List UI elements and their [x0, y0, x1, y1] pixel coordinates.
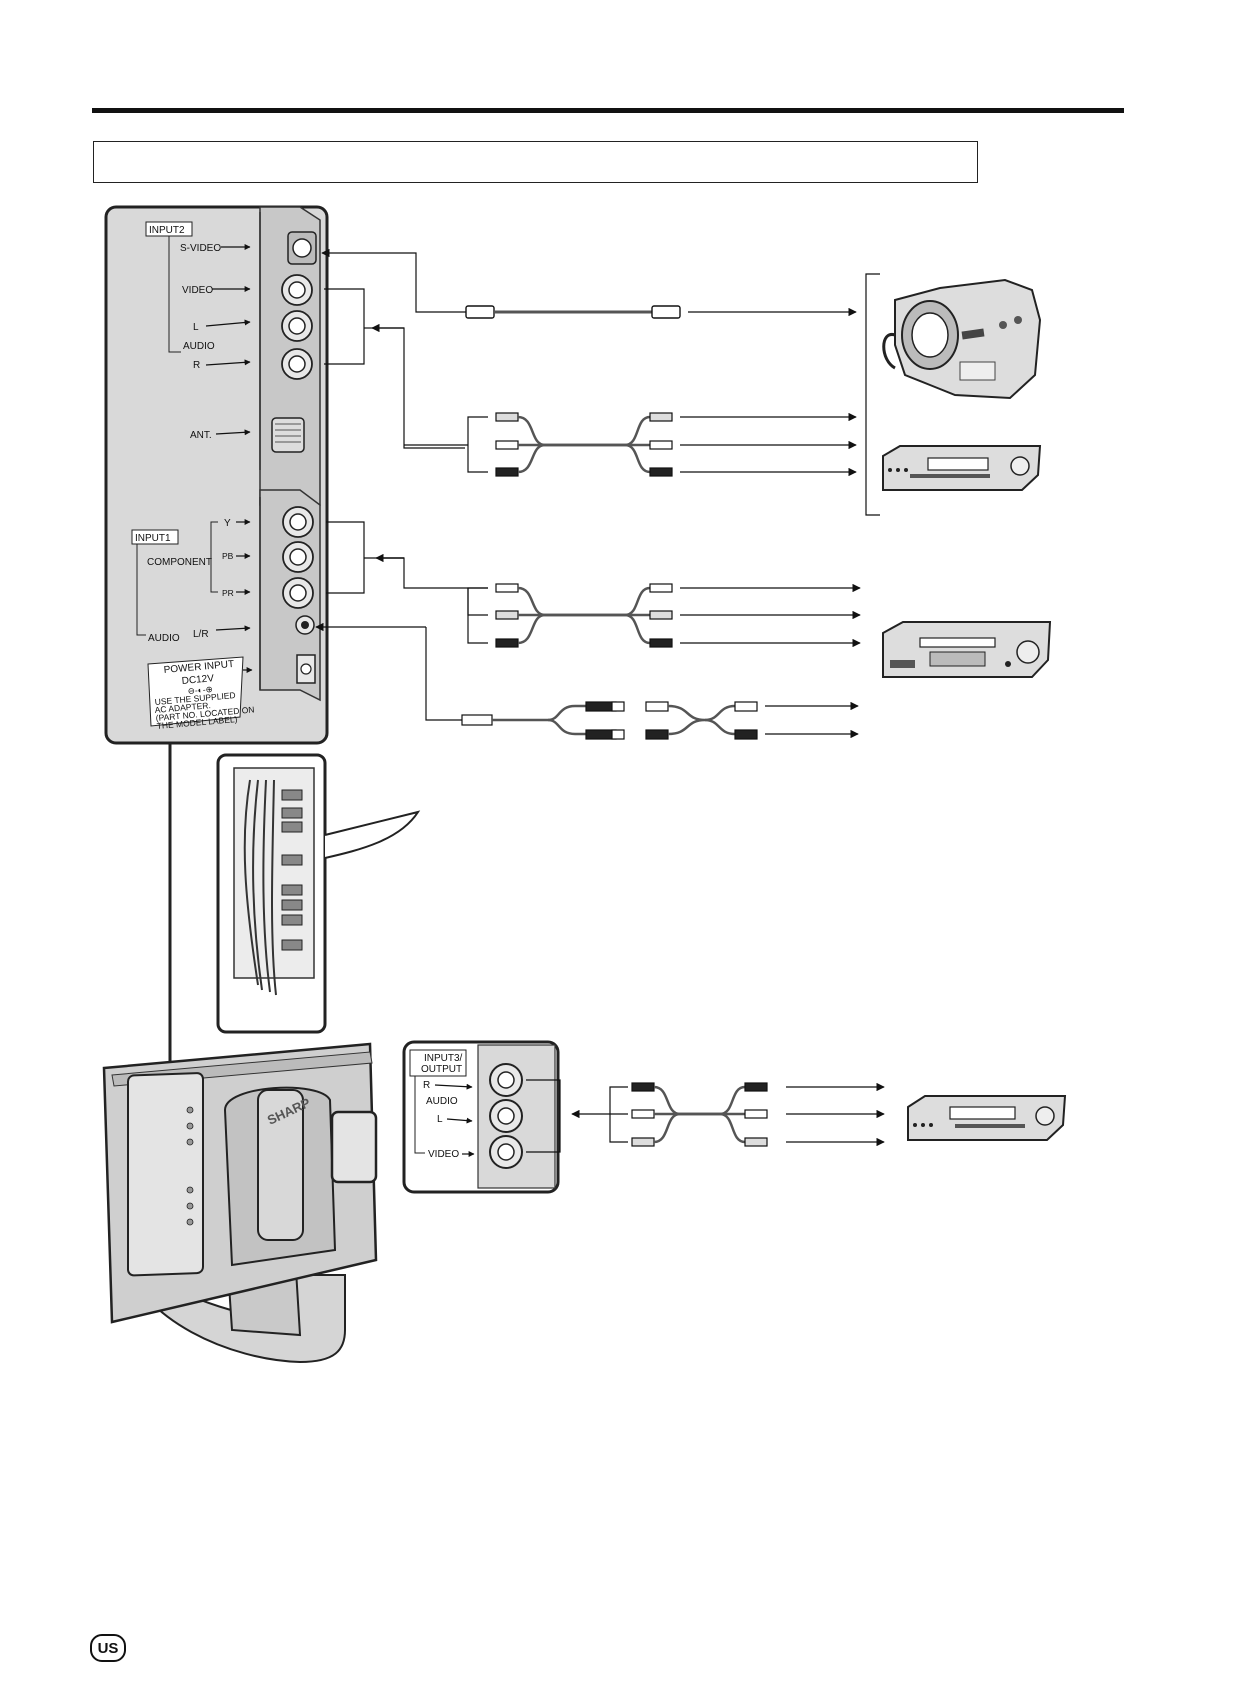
device-group-bracket [866, 274, 880, 515]
input3-video-label: VIDEO [428, 1149, 459, 1160]
pr-label: PR [222, 588, 234, 598]
component-label: COMPONENT [147, 557, 212, 568]
audio-lr-label: L/R [193, 629, 209, 640]
video-label: VIDEO [182, 285, 213, 296]
s-video-connection [322, 253, 856, 318]
av-cable-connection-1 [324, 289, 856, 476]
s-video-label: S-VIDEO [180, 243, 221, 254]
antenna-jack [272, 418, 304, 452]
vcr2-icon [908, 1096, 1065, 1140]
input2-label: INPUT2 [149, 225, 185, 236]
audio-r-label: R [193, 360, 200, 371]
camcorder-icon [884, 280, 1040, 398]
cable-bundle-inset [170, 743, 418, 1085]
input1-audio-label: AUDIO [148, 633, 180, 644]
input3-l-label: L [437, 1114, 443, 1125]
dvd-player-icon [883, 622, 1050, 677]
input3-connection [526, 1080, 884, 1152]
input3-audio-label: AUDIO [426, 1096, 458, 1107]
tv-rear-view: SHARP [104, 1044, 376, 1362]
component-connection [326, 522, 860, 647]
audio-l-label: L [193, 322, 199, 333]
audio-label: AUDIO [183, 341, 215, 352]
vcr-icon [883, 446, 1040, 490]
input3-r-label: R [423, 1080, 430, 1091]
audio-lr-connection [316, 627, 858, 739]
input1-label: INPUT1 [135, 533, 171, 544]
y-label: Y [224, 518, 231, 529]
region-badge: US [90, 1634, 126, 1662]
input3-label-2: OUTPUT [421, 1064, 462, 1075]
input3-panel: INPUT3/ OUTPUT R AUDIO L VIDEO [404, 1042, 558, 1192]
input3-label-1: INPUT3/ [424, 1053, 463, 1064]
ant-label: ANT. [190, 430, 212, 441]
pb-label: PB [222, 551, 234, 561]
